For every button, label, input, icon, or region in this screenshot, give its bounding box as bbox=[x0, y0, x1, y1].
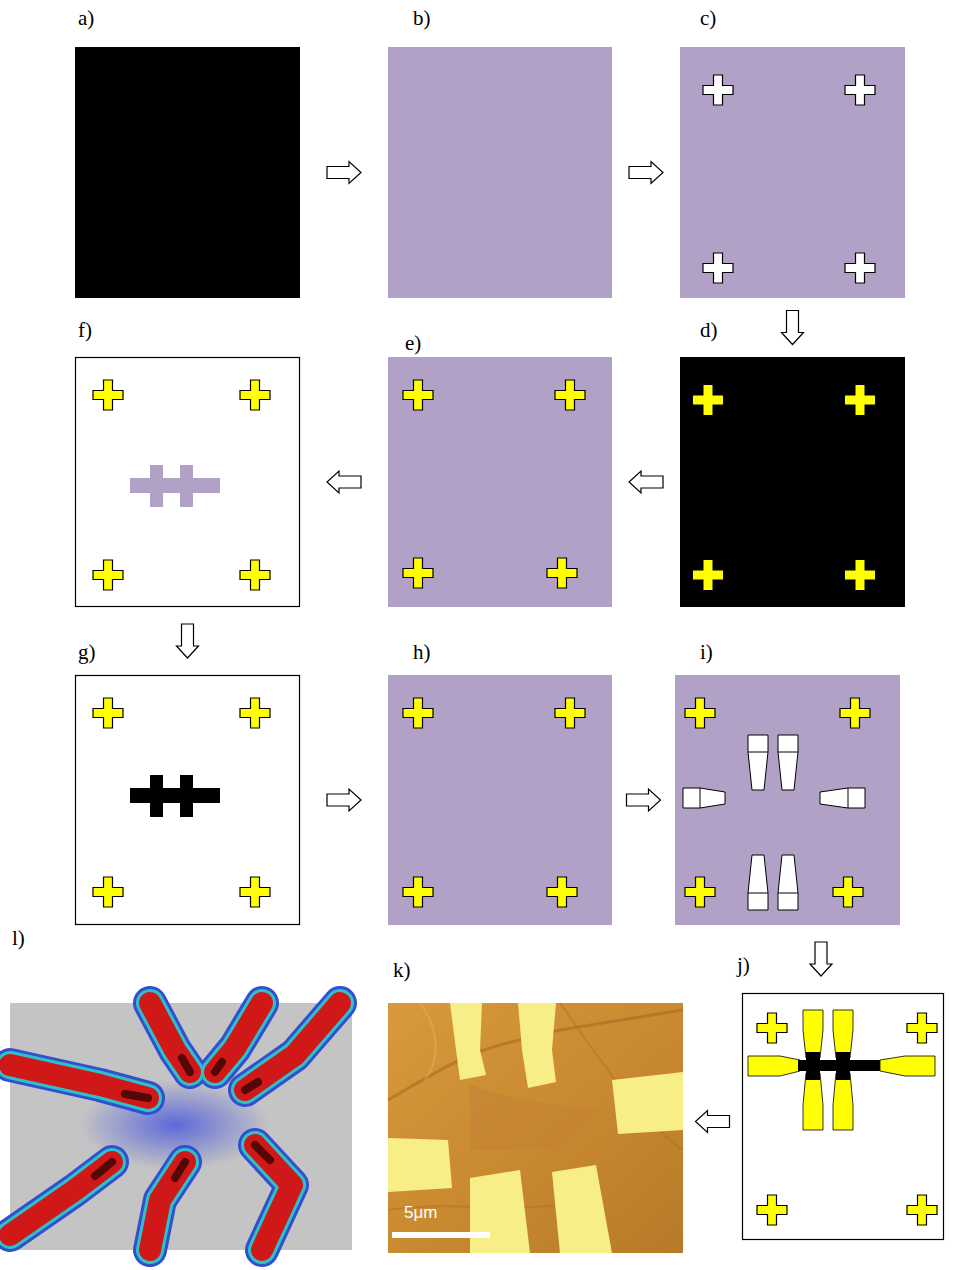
process-arrow bbox=[177, 624, 199, 658]
panel-label: i) bbox=[700, 640, 713, 664]
process-arrow bbox=[627, 789, 661, 811]
process-arrow bbox=[327, 789, 361, 811]
panel-label: c) bbox=[700, 6, 716, 30]
process-panel: l) bbox=[10, 1003, 352, 1250]
panel-label: b) bbox=[413, 6, 431, 30]
process-arrow bbox=[327, 471, 361, 493]
process-arrow bbox=[696, 1111, 730, 1133]
panel-label: l) bbox=[12, 926, 25, 950]
process-arrow bbox=[629, 162, 663, 184]
panel-label: j) bbox=[737, 953, 750, 977]
process-panel: k)5μm bbox=[388, 1003, 683, 1253]
process-panel: f) bbox=[75, 357, 300, 607]
process-panel: j) bbox=[742, 993, 944, 1240]
panel-label: f) bbox=[78, 318, 92, 342]
process-panel: c) bbox=[680, 47, 905, 298]
scale-bar-label: 5μm bbox=[404, 1203, 437, 1223]
panel-label: g) bbox=[78, 640, 96, 664]
process-panel: d) bbox=[680, 357, 905, 607]
panel-label: h) bbox=[413, 640, 431, 664]
process-panel: i) bbox=[675, 675, 900, 925]
process-panel: a) bbox=[75, 47, 300, 298]
process-panel: h) bbox=[388, 675, 612, 925]
process-panel: e) bbox=[388, 357, 612, 607]
panel-label: a) bbox=[78, 6, 94, 30]
panel-label: d) bbox=[700, 318, 718, 342]
process-arrow bbox=[810, 942, 832, 976]
process-arrow bbox=[782, 311, 804, 345]
process-panel: g) bbox=[75, 675, 300, 925]
panel-label: k) bbox=[393, 958, 411, 982]
panel-label: e) bbox=[405, 331, 421, 355]
process-arrow bbox=[327, 162, 361, 184]
process-arrow bbox=[629, 471, 663, 493]
process-panel: b) bbox=[388, 47, 612, 298]
